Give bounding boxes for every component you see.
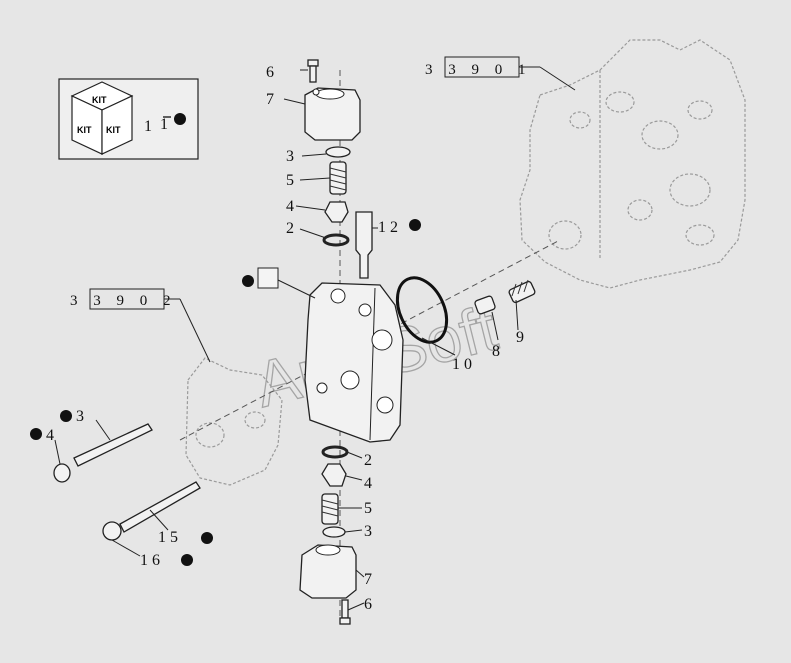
marker-dot-15 xyxy=(201,532,213,544)
spring-bottom xyxy=(321,493,362,525)
callout-15: 1 5 xyxy=(158,529,178,546)
marker-dot-16 xyxy=(181,554,193,566)
spring-part-9 xyxy=(508,279,536,331)
poppet-top xyxy=(295,201,349,223)
kit-legend: KIT KIT KIT 1 1 xyxy=(58,78,199,160)
kit-label-sub: 1 xyxy=(160,116,168,133)
kit-cube-icon: KIT KIT KIT xyxy=(70,81,134,155)
callout-7-top: 7 xyxy=(266,91,274,108)
callout-2-top: 2 xyxy=(286,220,294,237)
callout-9: 9 xyxy=(516,329,524,346)
callout-3-bottom: 3 xyxy=(364,523,372,540)
marker-dot-3 xyxy=(60,410,72,422)
callout-5-bottom: 5 xyxy=(364,500,372,517)
ref-box-top: 3 3 9 0 1 xyxy=(425,56,576,91)
spring-top xyxy=(299,161,347,195)
kit-text-right: KIT xyxy=(106,125,121,135)
callout-4-top: 4 xyxy=(286,198,294,215)
callout-3-top: 3 xyxy=(286,148,294,165)
rod-part-15 xyxy=(119,481,201,533)
relief-cartridge xyxy=(355,211,378,279)
callout-6-bottom: 6 xyxy=(364,596,372,613)
valve-section-body xyxy=(304,282,404,443)
callout-16: 1 6 xyxy=(140,552,160,569)
callout-7-bottom: 7 xyxy=(364,571,372,588)
marker-dot-gasket xyxy=(242,275,254,287)
valve-housing-ghost-right xyxy=(519,39,746,289)
kit-text-top: KIT xyxy=(92,95,107,105)
cap-top xyxy=(283,87,361,141)
ref-top-text: 3 3 9 0 1 xyxy=(425,62,532,78)
callout-3-left: 3 xyxy=(76,408,84,425)
end-plate-ghost-left xyxy=(185,357,283,486)
callout-4-left: 4 xyxy=(46,427,54,444)
callout-5-top: 5 xyxy=(286,172,294,189)
plug-part-8 xyxy=(474,295,499,341)
callout-6-top: 6 xyxy=(266,64,274,81)
oring-bottom xyxy=(321,445,363,459)
rod-part-3 xyxy=(73,419,153,467)
callout-2-bottom: 2 xyxy=(364,452,372,469)
screw-bottom xyxy=(339,599,365,625)
washer-bottom xyxy=(322,526,363,538)
marker-dot-4 xyxy=(30,428,42,440)
kit-text-left: KIT xyxy=(77,125,92,135)
screw-top xyxy=(300,59,319,83)
ref-box-left: 3 3 9 0 2 xyxy=(70,288,211,363)
gasket-square xyxy=(257,267,279,289)
nut-part-4 xyxy=(53,439,71,483)
washer-top xyxy=(301,146,351,158)
poppet-bottom xyxy=(321,463,363,487)
cap-bottom xyxy=(299,544,365,599)
kit-label: 1 xyxy=(144,118,152,135)
callout-12: 1 2 xyxy=(378,219,398,236)
callout-10: 1 0 xyxy=(452,356,472,373)
nut-part-16 xyxy=(102,521,141,557)
oring-large xyxy=(395,276,456,356)
kit-marker-dot xyxy=(174,113,186,125)
marker-dot-12 xyxy=(409,219,421,231)
callout-8: 8 xyxy=(492,343,500,360)
oring-top xyxy=(299,228,350,247)
callout-4-bottom: 4 xyxy=(364,475,372,492)
ref-left-text: 3 3 9 0 2 xyxy=(70,293,177,309)
